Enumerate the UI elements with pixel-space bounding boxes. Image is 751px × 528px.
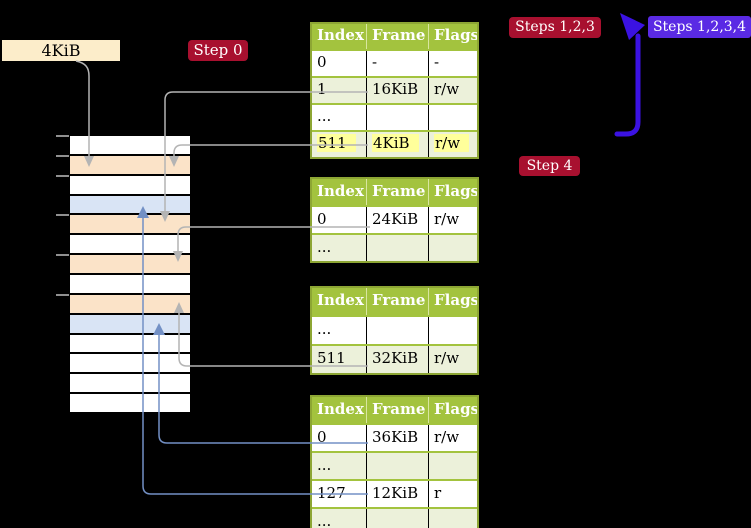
page-table-4-row-1-cell-frame	[367, 453, 429, 479]
steps-123-badge: Steps 1,2,3	[509, 17, 601, 38]
page-table-3-header-cell-index: Index	[312, 288, 367, 315]
page-table-1-row-1-cell-flags: r/w	[429, 78, 477, 103]
memory-frame-row-13-free	[70, 394, 190, 413]
page-table-4-row-1-cell-index: ...	[312, 453, 367, 479]
page-table-4-row-1: ...	[312, 451, 477, 479]
address-tick-4	[56, 254, 69, 256]
page-table-3-header-cell-flags: Flags	[429, 288, 477, 315]
address-tick-5	[56, 294, 69, 296]
page-table-2-header-cell-flags: Flags	[429, 179, 477, 205]
page-table-2-row-0-cell-frame: 24KiB	[367, 207, 429, 233]
address-tick-0	[56, 135, 69, 137]
page-table-2-header-cell-frame: Frame	[367, 179, 429, 205]
page-table-1-row-1-cell-index: 1	[312, 78, 367, 103]
page-table-4-header-cell-frame: Frame	[367, 397, 429, 423]
memory-frame-row-12-free	[70, 374, 190, 393]
memory-frame-row-10-free	[70, 334, 190, 353]
page-table-4-row-0-cell-index: 0	[312, 425, 367, 451]
page-table-1-header-cell-index: Index	[312, 24, 367, 49]
page-table-2-header-cell-index: Index	[312, 179, 367, 205]
physical-memory-strip	[70, 136, 190, 413]
page-table-4-row-2-cell-index: 127	[312, 481, 367, 507]
page-table-4-row-3-cell-flags	[429, 509, 477, 528]
address-tick-1	[56, 155, 69, 157]
step4-badge: Step 4	[519, 156, 580, 176]
page-table-3-row-1-cell-index: 511	[312, 346, 367, 373]
memory-frame-row-2-free	[70, 175, 190, 194]
highlighted-value: 511	[317, 134, 356, 152]
memory-frame-row-4-table	[70, 215, 190, 234]
page-table-4-row-3: ...	[312, 507, 477, 528]
page-table-3-row-0-cell-flags	[429, 317, 477, 344]
step0-badge: Step 0	[188, 40, 248, 61]
page-table-4-row-0-cell-frame: 36KiB	[367, 425, 429, 451]
page-table-3-row-0: ...	[312, 315, 477, 344]
recursive-loop-arrow	[614, 33, 641, 137]
memory-frame-row-6-table	[70, 255, 190, 274]
page-table-1-row-2-cell-index: ...	[312, 105, 367, 130]
page-table-1-row-2-cell-flags	[429, 105, 477, 130]
page-table-4-row-3-cell-frame	[367, 509, 429, 528]
page-table-1-header-cell-flags: Flags	[429, 24, 477, 49]
memory-frame-row-11-free	[70, 354, 190, 373]
page-table-2-row-1: ...	[312, 233, 477, 261]
page-table-3-row-0-cell-index: ...	[312, 317, 367, 344]
page-table-1-row-0-cell-index: 0	[312, 51, 367, 76]
steps-1234-badge: Steps 1,2,3,4	[648, 16, 751, 38]
memory-frame-row-5-free	[70, 235, 190, 254]
page-table-1-row-2-cell-frame	[367, 105, 429, 130]
page-table-4-row-2-cell-flags: r	[429, 481, 477, 507]
page-size-label-box: 4KiB	[2, 40, 120, 61]
page-table-1-row-0: 0--	[312, 49, 477, 76]
page-table-4-row-1-cell-flags	[429, 453, 477, 479]
page-table-4-row-3-cell-index: ...	[312, 509, 367, 528]
page-table-1-row-3-cell-frame: 4KiB	[367, 132, 429, 157]
page-table-1-header-cell-frame: Frame	[367, 24, 429, 49]
page-table-2-row-0-cell-index: 0	[312, 207, 367, 233]
memory-frame-row-9-page	[70, 314, 190, 333]
memory-frame-row-1-table	[70, 155, 190, 174]
address-tick-3	[56, 214, 69, 216]
page-table-2-row-1-cell-frame	[367, 235, 429, 261]
page-table-2-row-0-cell-flags: r/w	[429, 207, 477, 233]
page-table-1-row-3-cell-index: 511	[312, 132, 367, 157]
page-table-3-header-cell-frame: Frame	[367, 288, 429, 315]
page-table-1-row-2: ...	[312, 103, 477, 130]
memory-frame-row-0-free	[70, 136, 190, 154]
page-table-3-row-1-cell-frame: 32KiB	[367, 346, 429, 373]
page-table-1-row-3: 511 4KiB r/w	[312, 130, 477, 157]
recursive-loop-arrowhead	[620, 13, 645, 40]
memory-frame-row-3-page	[70, 195, 190, 214]
page-table-2-row-1-cell-flags	[429, 235, 477, 261]
page-table-1-row-0-cell-flags: -	[429, 51, 477, 76]
page-table-4-row-0-cell-flags: r/w	[429, 425, 477, 451]
page-table-3-row-0-cell-frame	[367, 317, 429, 344]
page-table-1-row-3-cell-flags: r/w	[429, 132, 477, 157]
highlighted-value: r/w	[434, 134, 470, 152]
page-table-3-row-1-cell-flags: r/w	[429, 346, 477, 373]
highlighted-value: 4KiB	[372, 134, 419, 152]
memory-frame-row-8-table	[70, 294, 190, 313]
page-table-4-row-2-cell-frame: 12KiB	[367, 481, 429, 507]
page-table-4-header-cell-index: Index	[312, 397, 367, 423]
page-table-2-row-1-cell-index: ...	[312, 235, 367, 261]
page-table-1-row-0-cell-frame: -	[367, 51, 429, 76]
memory-frame-row-7-free	[70, 275, 190, 293]
address-tick-2	[56, 175, 69, 177]
page-table-1-row-1-cell-frame: 16KiB	[367, 78, 429, 103]
page-table-4-header-cell-flags: Flags	[429, 397, 477, 423]
